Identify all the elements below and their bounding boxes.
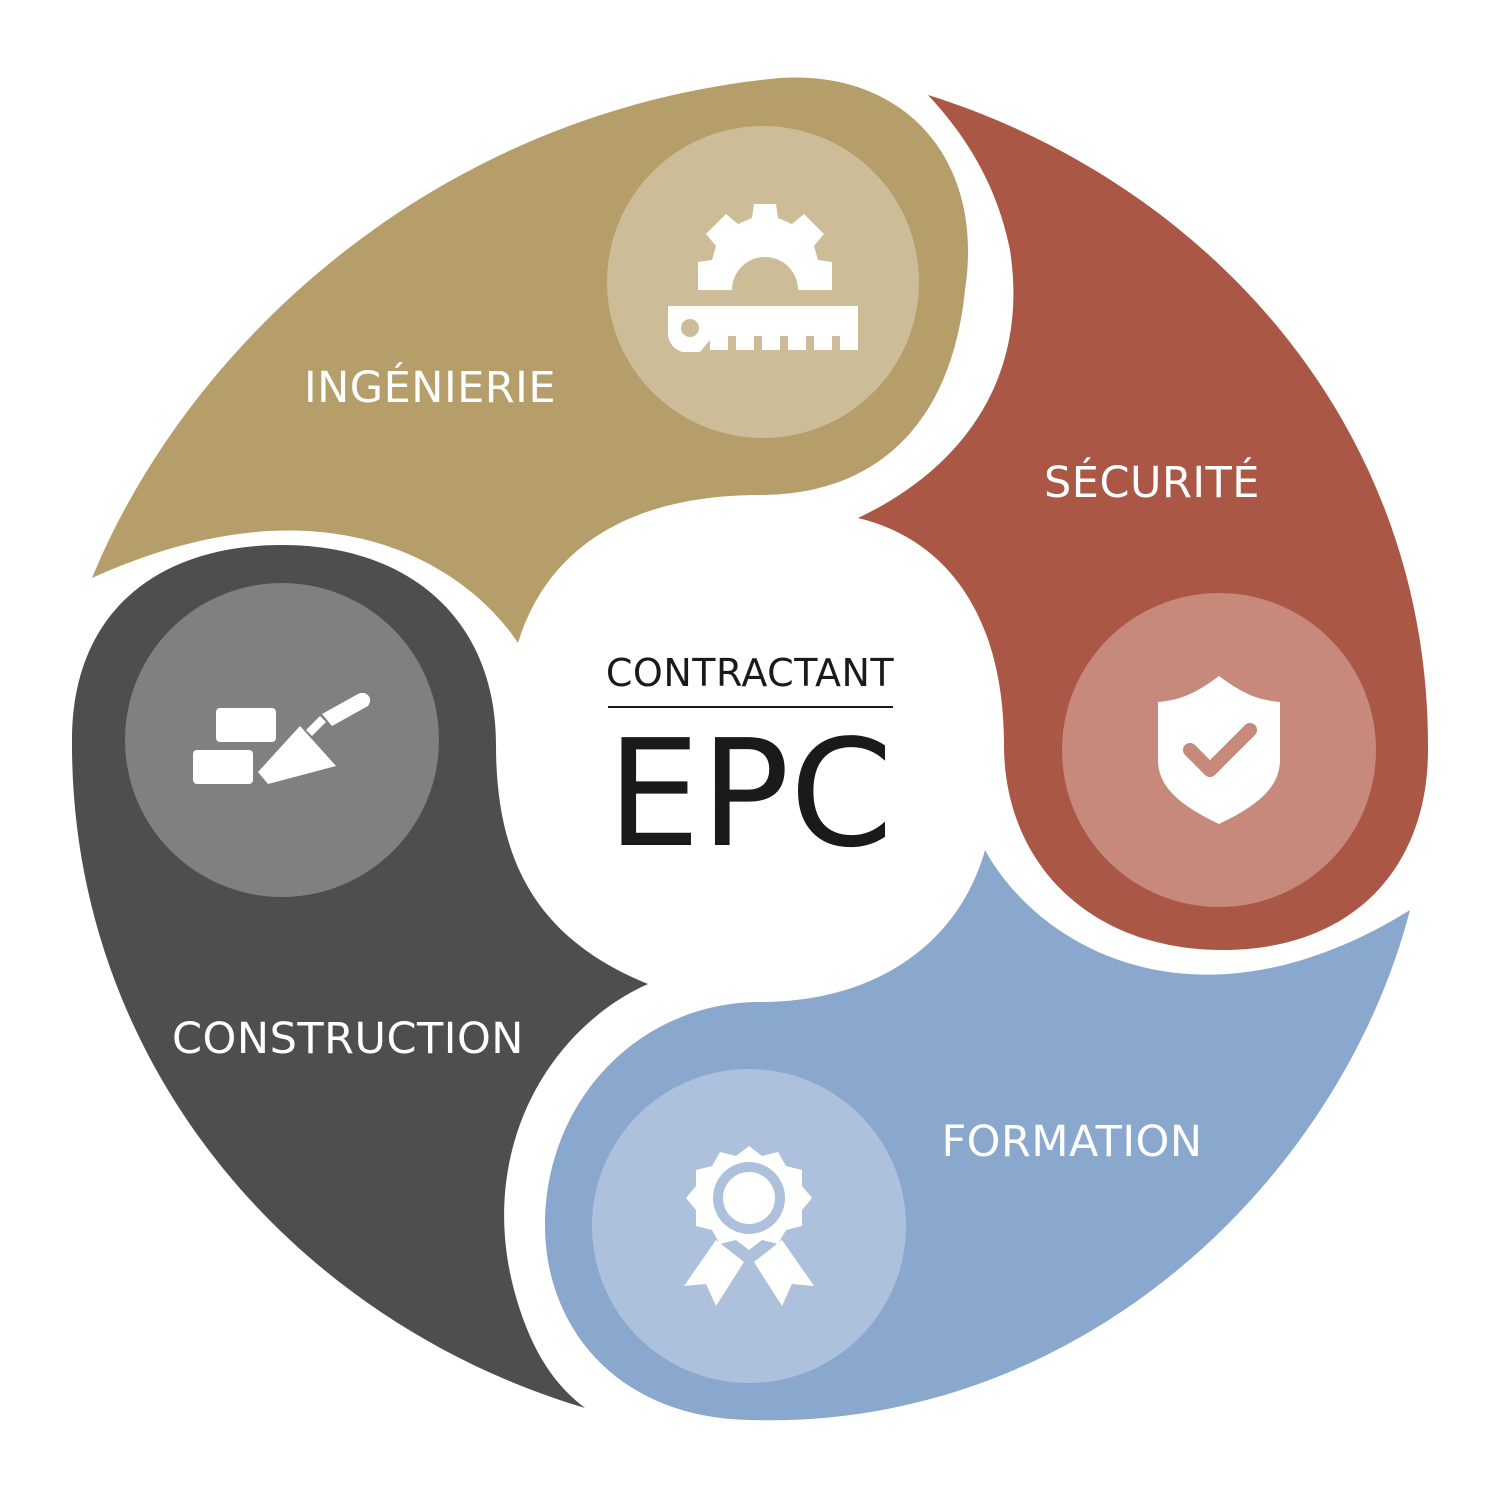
segment-formation: FORMATION	[545, 850, 1410, 1421]
segment-ingenierie-label: INGÉNIERIE	[304, 362, 556, 413]
segment-securite: SÉCURITÉ	[858, 95, 1429, 951]
ingenierie-icon-circle	[607, 126, 919, 438]
gear-ruler-icon	[667, 204, 858, 352]
segment-formation-label: FORMATION	[941, 1117, 1202, 1167]
center-hub: CONTRACTANT EPC	[606, 651, 894, 880]
shield-check-icon	[1158, 676, 1280, 824]
center-subtitle: CONTRACTANT	[606, 651, 894, 695]
center-title: EPC	[607, 708, 893, 880]
segment-securite-label: SÉCURITÉ	[1044, 457, 1260, 508]
construction-icon-circle	[125, 583, 439, 897]
award-ribbon-icon	[684, 1146, 814, 1306]
segment-construction-label: CONSTRUCTION	[172, 1014, 524, 1064]
segment-ingenierie: INGÉNIERIE	[92, 77, 969, 644]
segment-construction: CONSTRUCTION	[71, 545, 648, 1408]
bricks-trowel-icon	[193, 692, 371, 784]
